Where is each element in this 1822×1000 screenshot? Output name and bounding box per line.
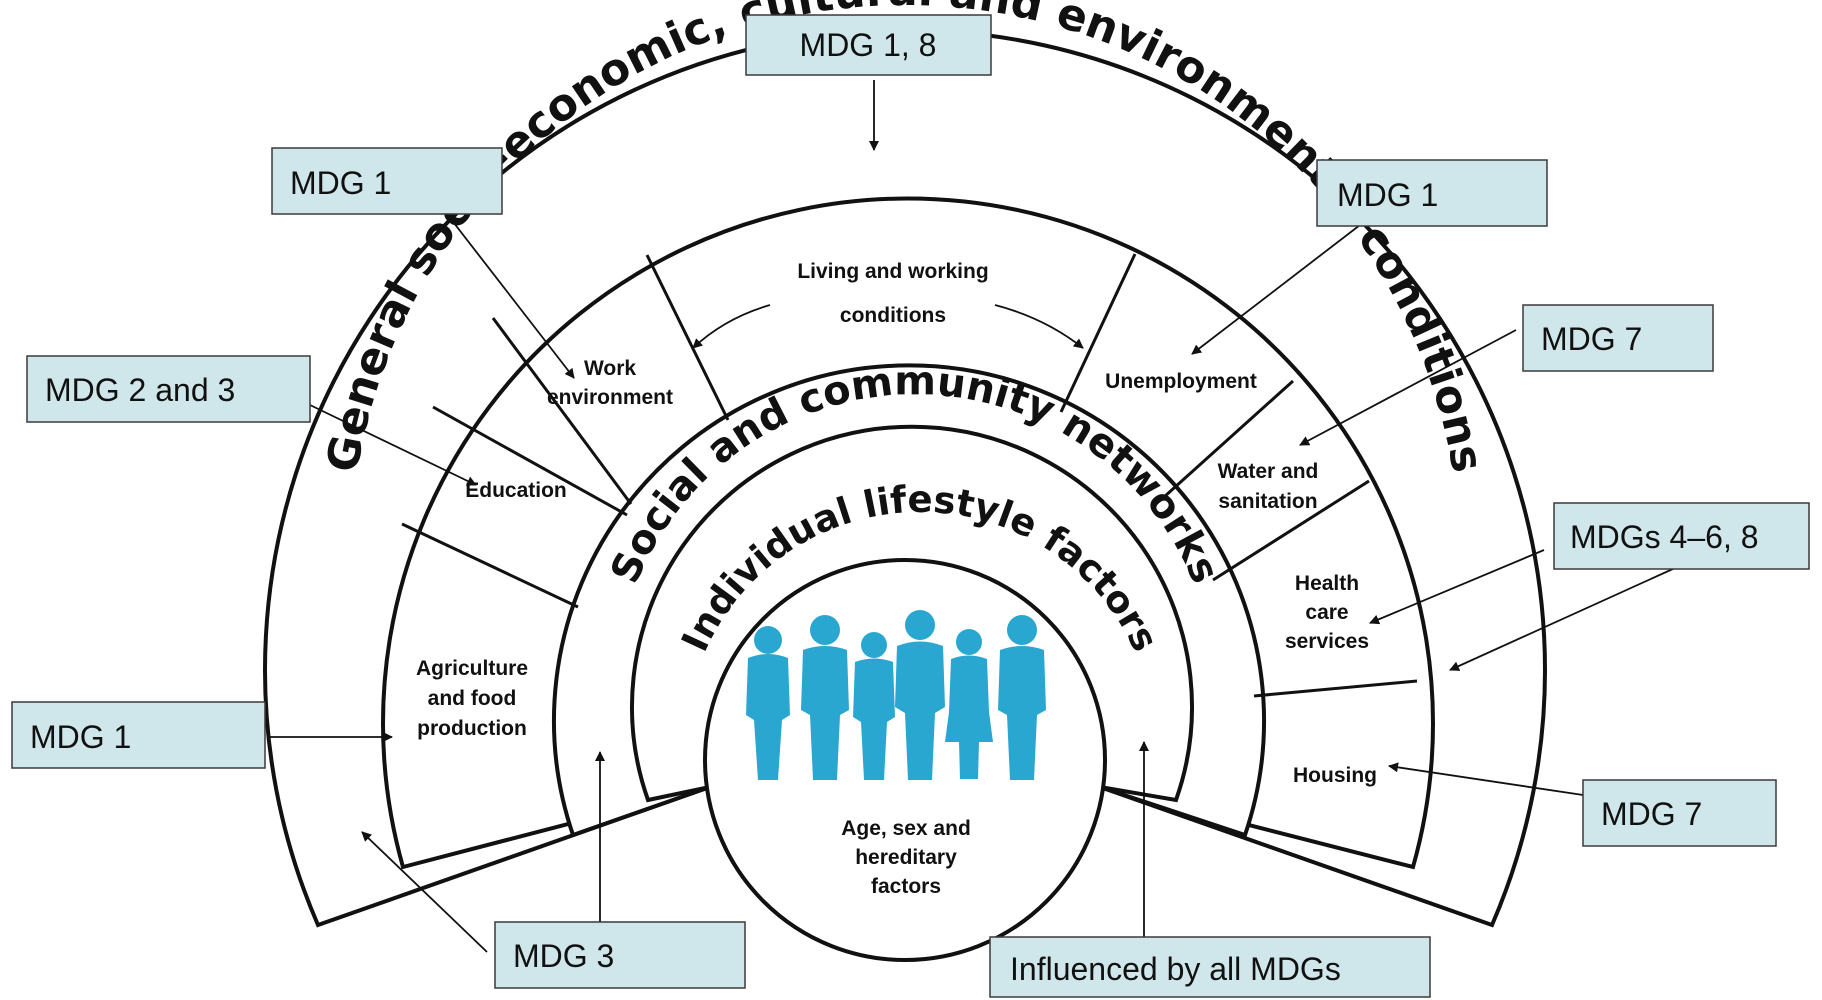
- mdg-box-agriculture: MDG 1: [11, 701, 266, 769]
- connector-outer-ring: [1449, 567, 1676, 671]
- segment-agriculture: Agriculture and food production: [416, 657, 528, 740]
- agriculture-line-1: Agriculture: [416, 657, 528, 680]
- work-line-1: Work: [584, 357, 636, 380]
- unemployment-line-1: Unemployment: [1105, 370, 1257, 393]
- mdg-box-top: MDG 1, 8: [745, 14, 992, 76]
- segment-housing: Housing: [1293, 764, 1377, 787]
- connector-education: [309, 404, 477, 486]
- segment-health-care: Health care services: [1285, 572, 1369, 653]
- health-line-2: care: [1305, 601, 1348, 624]
- mdg-box-housing-text: MDG 7: [1601, 796, 1702, 832]
- mdg-box-water-text: MDG 7: [1541, 321, 1642, 357]
- living-working-line-2: conditions: [840, 304, 946, 327]
- work-line-2: environment: [547, 386, 673, 409]
- connector-outer-left: [361, 831, 488, 953]
- mdg-box-individual-text: Influenced by all MDGs: [1010, 951, 1341, 987]
- segment-unemployment: Unemployment: [1105, 370, 1257, 393]
- mdg-box-top-text: MDG 1, 8: [800, 27, 937, 63]
- connector-housing: [1388, 762, 1584, 796]
- mdg-box-work-text: MDG 1: [290, 165, 391, 201]
- connector-work: [439, 204, 575, 379]
- mdg-connectors: [267, 80, 1676, 953]
- mdg-box-education-text: MDG 2 and 3: [45, 372, 235, 408]
- mdg-box-work: MDG 1: [271, 147, 503, 215]
- connector-unemployment: [1191, 224, 1361, 355]
- living-working-title: Living and working conditions: [692, 260, 1084, 349]
- health-line-1: Health: [1295, 572, 1359, 595]
- people-silhouettes: [746, 610, 1046, 780]
- living-working-line-1: Living and working: [797, 260, 988, 283]
- segment-dividers: [401, 253, 1418, 698]
- living-right-arrow: [994, 304, 1084, 349]
- mdg-box-education: MDG 2 and 3: [26, 355, 311, 423]
- housing-line-1: Housing: [1293, 764, 1377, 787]
- water-line-2: sanitation: [1218, 490, 1317, 513]
- connector-water: [1299, 329, 1517, 446]
- core-text: Age, sex and hereditary factors: [841, 817, 971, 898]
- mdg-box-social-text: MDG 3: [513, 938, 614, 974]
- mdg-box-agriculture-text: MDG 1: [30, 719, 131, 755]
- segment-education: Education: [465, 479, 567, 502]
- mdg-box-housing: MDG 7: [1582, 779, 1777, 847]
- health-line-3: services: [1285, 630, 1369, 653]
- mdg-box-health-text: MDGs 4–6, 8: [1570, 519, 1759, 555]
- connector-health: [1369, 549, 1545, 625]
- mdg-box-water: MDG 7: [1522, 304, 1714, 372]
- mdg-box-unemployment: MDG 1: [1316, 159, 1548, 227]
- living-left-arrow: [692, 304, 771, 349]
- agriculture-line-2: and food: [428, 687, 517, 710]
- education-line-1: Education: [465, 479, 567, 502]
- mdg-box-social: MDG 3: [494, 921, 746, 989]
- mdg-box-health: MDGs 4–6, 8: [1553, 502, 1810, 570]
- segment-water-sanitation: Water and sanitation: [1218, 460, 1319, 513]
- core-line-2: hereditary: [855, 846, 957, 869]
- core-line-1: Age, sex and: [841, 817, 971, 840]
- segment-work-environment: Work environment: [547, 357, 673, 409]
- water-line-1: Water and: [1218, 460, 1319, 483]
- core-line-3: factors: [871, 875, 941, 898]
- mdg-box-individual: Influenced by all MDGs: [989, 936, 1431, 998]
- mdg-box-unemployment-text: MDG 1: [1337, 177, 1438, 213]
- agriculture-line-3: production: [417, 717, 527, 740]
